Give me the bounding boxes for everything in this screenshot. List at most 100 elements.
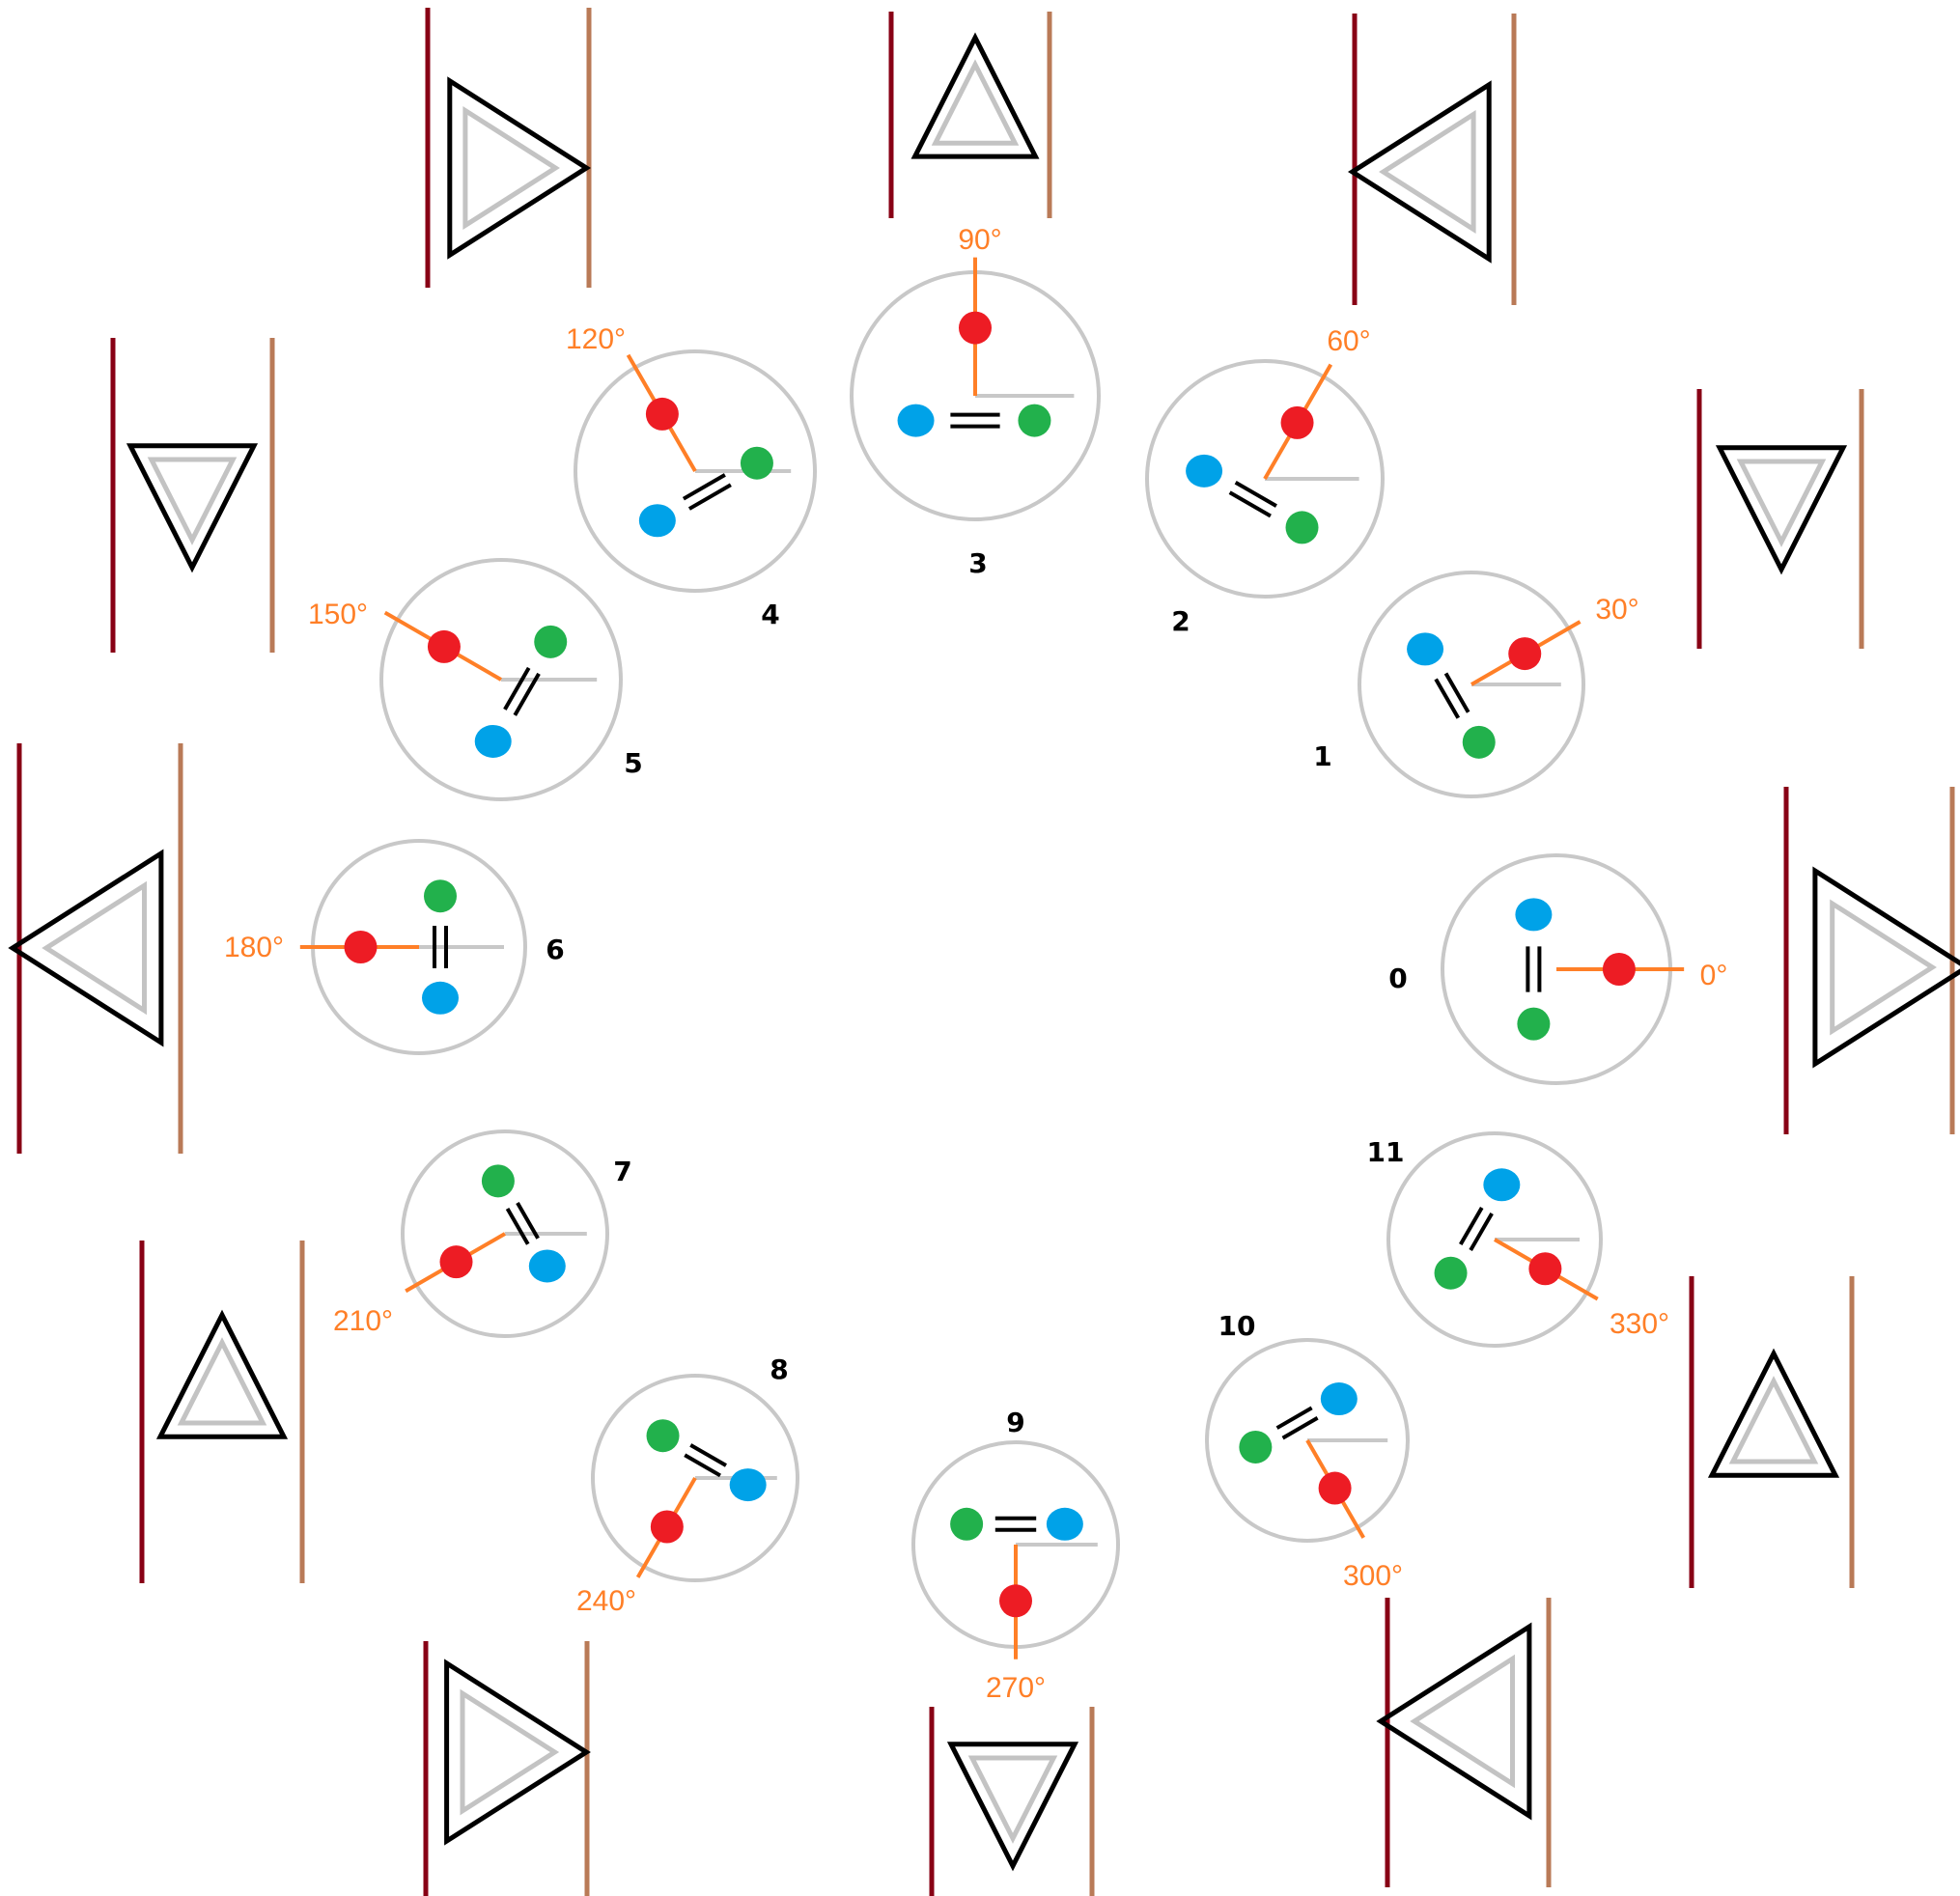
blue-node bbox=[528, 1249, 566, 1283]
triangle-icon bbox=[1707, 1348, 1840, 1478]
wall-pair bbox=[425, 8, 592, 288]
green-node bbox=[481, 1164, 515, 1198]
angle-label: 330° bbox=[1610, 1308, 1669, 1340]
bond-bar bbox=[684, 1453, 721, 1478]
molecule-0 bbox=[1441, 853, 1685, 1085]
molecule-4 bbox=[574, 349, 817, 593]
position-index-label: 1 bbox=[1313, 740, 1331, 772]
molecule-9 bbox=[911, 1440, 1120, 1659]
molecule-11 bbox=[1386, 1131, 1603, 1348]
bond-bar bbox=[682, 473, 726, 501]
position-index-label: 11 bbox=[1367, 1136, 1405, 1168]
red-node bbox=[1602, 953, 1636, 986]
molecule-7 bbox=[401, 1129, 609, 1338]
red-node bbox=[1280, 405, 1314, 439]
blue-node bbox=[729, 1468, 767, 1502]
molecule-circle bbox=[574, 349, 817, 593]
position-index-label: 9 bbox=[1006, 1407, 1024, 1438]
angle-label: 60° bbox=[1327, 325, 1370, 357]
triangle-inner-icon bbox=[1728, 1376, 1819, 1464]
red-node bbox=[344, 931, 378, 963]
triangle-inner-icon bbox=[147, 457, 238, 545]
green-node bbox=[950, 1507, 984, 1541]
blue-node bbox=[897, 404, 935, 437]
green-node bbox=[534, 625, 568, 658]
molecule-circle bbox=[401, 1129, 609, 1338]
blue-node bbox=[474, 724, 512, 758]
bond-bar bbox=[513, 672, 541, 716]
angle-label: 150° bbox=[308, 599, 368, 630]
green-node bbox=[1434, 1256, 1468, 1290]
green-node bbox=[424, 879, 457, 913]
bond-bar bbox=[1443, 672, 1470, 713]
red-node bbox=[999, 1584, 1032, 1618]
bond-bar bbox=[689, 1443, 727, 1467]
triangle-inner-icon bbox=[1379, 109, 1476, 235]
wall-pair bbox=[110, 338, 275, 653]
triangle-icon bbox=[1347, 80, 1492, 264]
bond-bar bbox=[1275, 1406, 1313, 1430]
blue-node bbox=[1515, 898, 1553, 932]
molecule-circle bbox=[591, 1374, 799, 1582]
red-node bbox=[959, 311, 992, 345]
triangle-inner-icon bbox=[931, 59, 1020, 146]
position-index-label: 3 bbox=[968, 547, 987, 579]
molecule-3 bbox=[850, 257, 1101, 521]
angle-label: 0° bbox=[1700, 960, 1728, 991]
blue-node bbox=[638, 504, 676, 538]
blue-node bbox=[1046, 1507, 1083, 1541]
wall-pair bbox=[1376, 1598, 1552, 1887]
triangle-inner-icon bbox=[967, 1755, 1058, 1844]
angle-label: 240° bbox=[576, 1585, 636, 1617]
triangle-icon bbox=[1812, 866, 1960, 1069]
triangle-icon bbox=[447, 76, 592, 260]
wall-pair bbox=[139, 1241, 305, 1583]
wall-pair bbox=[1696, 389, 1864, 649]
green-node bbox=[646, 1419, 680, 1453]
bond-bar bbox=[503, 666, 531, 711]
red-node bbox=[650, 1510, 684, 1544]
angle-label: 90° bbox=[958, 224, 1001, 256]
molecule-2 bbox=[1145, 359, 1385, 599]
position-index-label: 7 bbox=[613, 1156, 631, 1187]
wall-pair bbox=[8, 743, 183, 1154]
angle-label: 210° bbox=[333, 1305, 393, 1337]
triangle-inner-icon bbox=[1736, 459, 1827, 547]
bond-bar bbox=[1228, 490, 1272, 518]
green-node bbox=[1517, 1007, 1551, 1041]
molecule-6 bbox=[299, 839, 527, 1055]
position-index-label: 0 bbox=[1388, 962, 1407, 994]
molecule-1 bbox=[1358, 571, 1585, 798]
bond-bar bbox=[1459, 1206, 1484, 1246]
position-index-label: 10 bbox=[1218, 1310, 1256, 1342]
triangle-icon bbox=[1376, 1622, 1532, 1821]
blue-node bbox=[1483, 1168, 1521, 1202]
triangle-inner-icon bbox=[462, 105, 560, 231]
position-index-label: 4 bbox=[761, 599, 779, 630]
triangle-icon bbox=[910, 32, 1040, 159]
molecule-circle bbox=[1386, 1131, 1603, 1348]
wall-pair bbox=[1689, 1276, 1855, 1588]
red-node bbox=[1508, 637, 1542, 671]
triangle-icon bbox=[155, 1309, 289, 1439]
molecule-circle bbox=[1205, 1338, 1410, 1543]
wall-pair bbox=[1347, 14, 1517, 305]
triangle-icon bbox=[444, 1659, 591, 1846]
bond-bar bbox=[505, 1208, 530, 1245]
position-index-label: 5 bbox=[624, 747, 642, 779]
triangle-icon bbox=[946, 1742, 1079, 1872]
molecule-layer bbox=[299, 257, 1685, 1659]
blue-node bbox=[422, 981, 459, 1015]
red-node bbox=[439, 1245, 473, 1279]
molecule-8 bbox=[591, 1374, 799, 1582]
bond-bar bbox=[687, 483, 732, 511]
bond-bar bbox=[516, 1202, 540, 1240]
triangle-inner-icon bbox=[177, 1337, 267, 1426]
molecule-10 bbox=[1205, 1338, 1410, 1543]
molecule-5 bbox=[379, 558, 623, 801]
molecule-circle bbox=[1358, 571, 1585, 798]
red-node bbox=[1318, 1471, 1352, 1505]
bond-bar bbox=[1434, 678, 1461, 719]
